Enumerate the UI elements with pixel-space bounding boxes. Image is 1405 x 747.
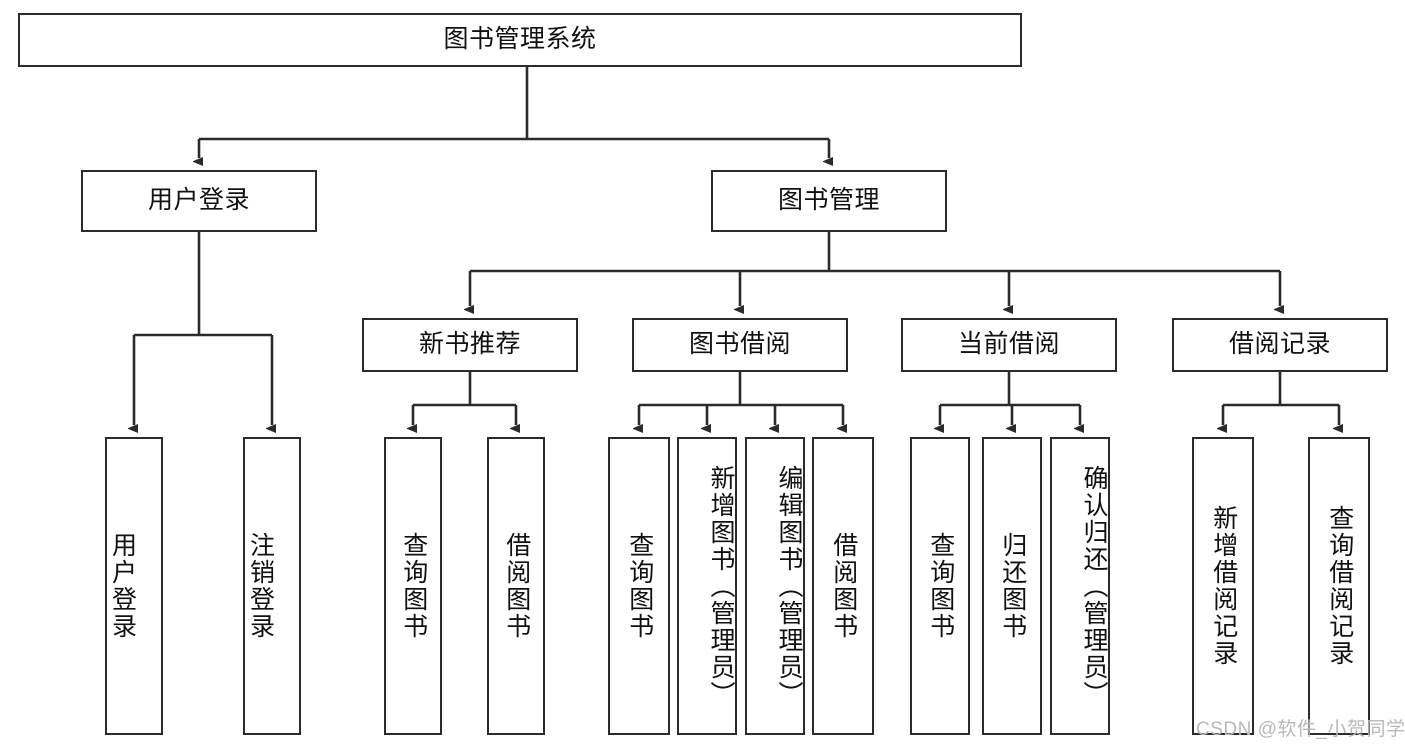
leaf-return-books-label: 归还图书 xyxy=(998,532,1027,640)
watermark: CSDN @软件_小贺同学 xyxy=(1196,719,1405,740)
leaf-add-book-admin-label: 新增图书（管理员） xyxy=(707,464,735,708)
leaf-borrow-books-recommend-label: 借阅图书 xyxy=(502,532,531,640)
leaf-query-borrow-record-label: 查询借阅记录 xyxy=(1325,505,1354,667)
node-borrow-records[interactable]: 借阅记录 xyxy=(1172,318,1388,372)
leaf-query-books-recommend-label: 查询图书 xyxy=(399,532,428,640)
leaf-return-books[interactable]: 归还图书 xyxy=(982,437,1042,735)
leaf-edit-book-admin[interactable]: 编辑图书（管理员） xyxy=(745,437,805,735)
edges-booksmgmt-to-level2 xyxy=(470,232,1280,306)
node-user-login-label: 用户登录 xyxy=(147,186,250,215)
leaf-user-login-label: 用户登录 xyxy=(108,532,137,640)
leaf-borrow-books-label: 借阅图书 xyxy=(829,532,858,640)
leaf-add-book-admin[interactable]: 新增图书（管理员） xyxy=(677,437,737,735)
node-book-borrow-label: 图书借阅 xyxy=(688,330,791,359)
node-book-management-label: 图书管理 xyxy=(777,186,880,215)
leaf-query-books-borrow-label: 查询图书 xyxy=(625,532,654,640)
leaf-query-books-current[interactable]: 查询图书 xyxy=(910,437,970,735)
edges-root-to-level1 xyxy=(199,67,829,158)
node-current-borrow[interactable]: 当前借阅 xyxy=(901,318,1117,372)
edges-newbooks-to-leaves xyxy=(413,372,516,425)
leaf-logout-label: 注销登录 xyxy=(246,532,275,640)
node-current-borrow-label: 当前借阅 xyxy=(957,330,1060,359)
leaf-query-borrow-record[interactable]: 查询借阅记录 xyxy=(1308,437,1370,735)
edges-current-to-leaves xyxy=(940,372,1080,425)
node-root[interactable]: 图书管理系统 xyxy=(18,13,1022,67)
node-book-management[interactable]: 图书管理 xyxy=(711,170,947,232)
leaf-borrow-books-recommend[interactable]: 借阅图书 xyxy=(487,437,545,735)
edges-userlogin-to-leaves xyxy=(134,232,272,425)
leaf-user-login[interactable]: 用户登录 xyxy=(105,437,163,735)
edges-records-to-leaves xyxy=(1223,372,1339,425)
node-book-borrow[interactable]: 图书借阅 xyxy=(632,318,848,372)
leaf-query-books-recommend[interactable]: 查询图书 xyxy=(384,437,442,735)
leaf-confirm-return-admin[interactable]: 确认归还（管理员） xyxy=(1050,437,1110,735)
leaf-logout[interactable]: 注销登录 xyxy=(243,437,301,735)
leaf-query-books-current-label: 查询图书 xyxy=(926,532,955,640)
node-new-book-recommend-label: 新书推荐 xyxy=(418,330,521,359)
leaf-edit-book-admin-label: 编辑图书（管理员） xyxy=(775,464,803,708)
node-borrow-records-label: 借阅记录 xyxy=(1228,330,1331,359)
leaf-confirm-return-admin-label: 确认归还（管理员） xyxy=(1080,464,1108,708)
node-new-book-recommend[interactable]: 新书推荐 xyxy=(362,318,578,372)
leaf-query-books-borrow[interactable]: 查询图书 xyxy=(608,437,670,735)
leaf-add-borrow-record-label: 新增借阅记录 xyxy=(1209,505,1238,667)
node-root-label: 图书管理系统 xyxy=(443,25,597,54)
leaf-add-borrow-record[interactable]: 新增借阅记录 xyxy=(1192,437,1254,735)
edges-borrow-to-leaves xyxy=(639,372,843,425)
node-user-login[interactable]: 用户登录 xyxy=(81,170,317,232)
leaf-borrow-books[interactable]: 借阅图书 xyxy=(812,437,874,735)
